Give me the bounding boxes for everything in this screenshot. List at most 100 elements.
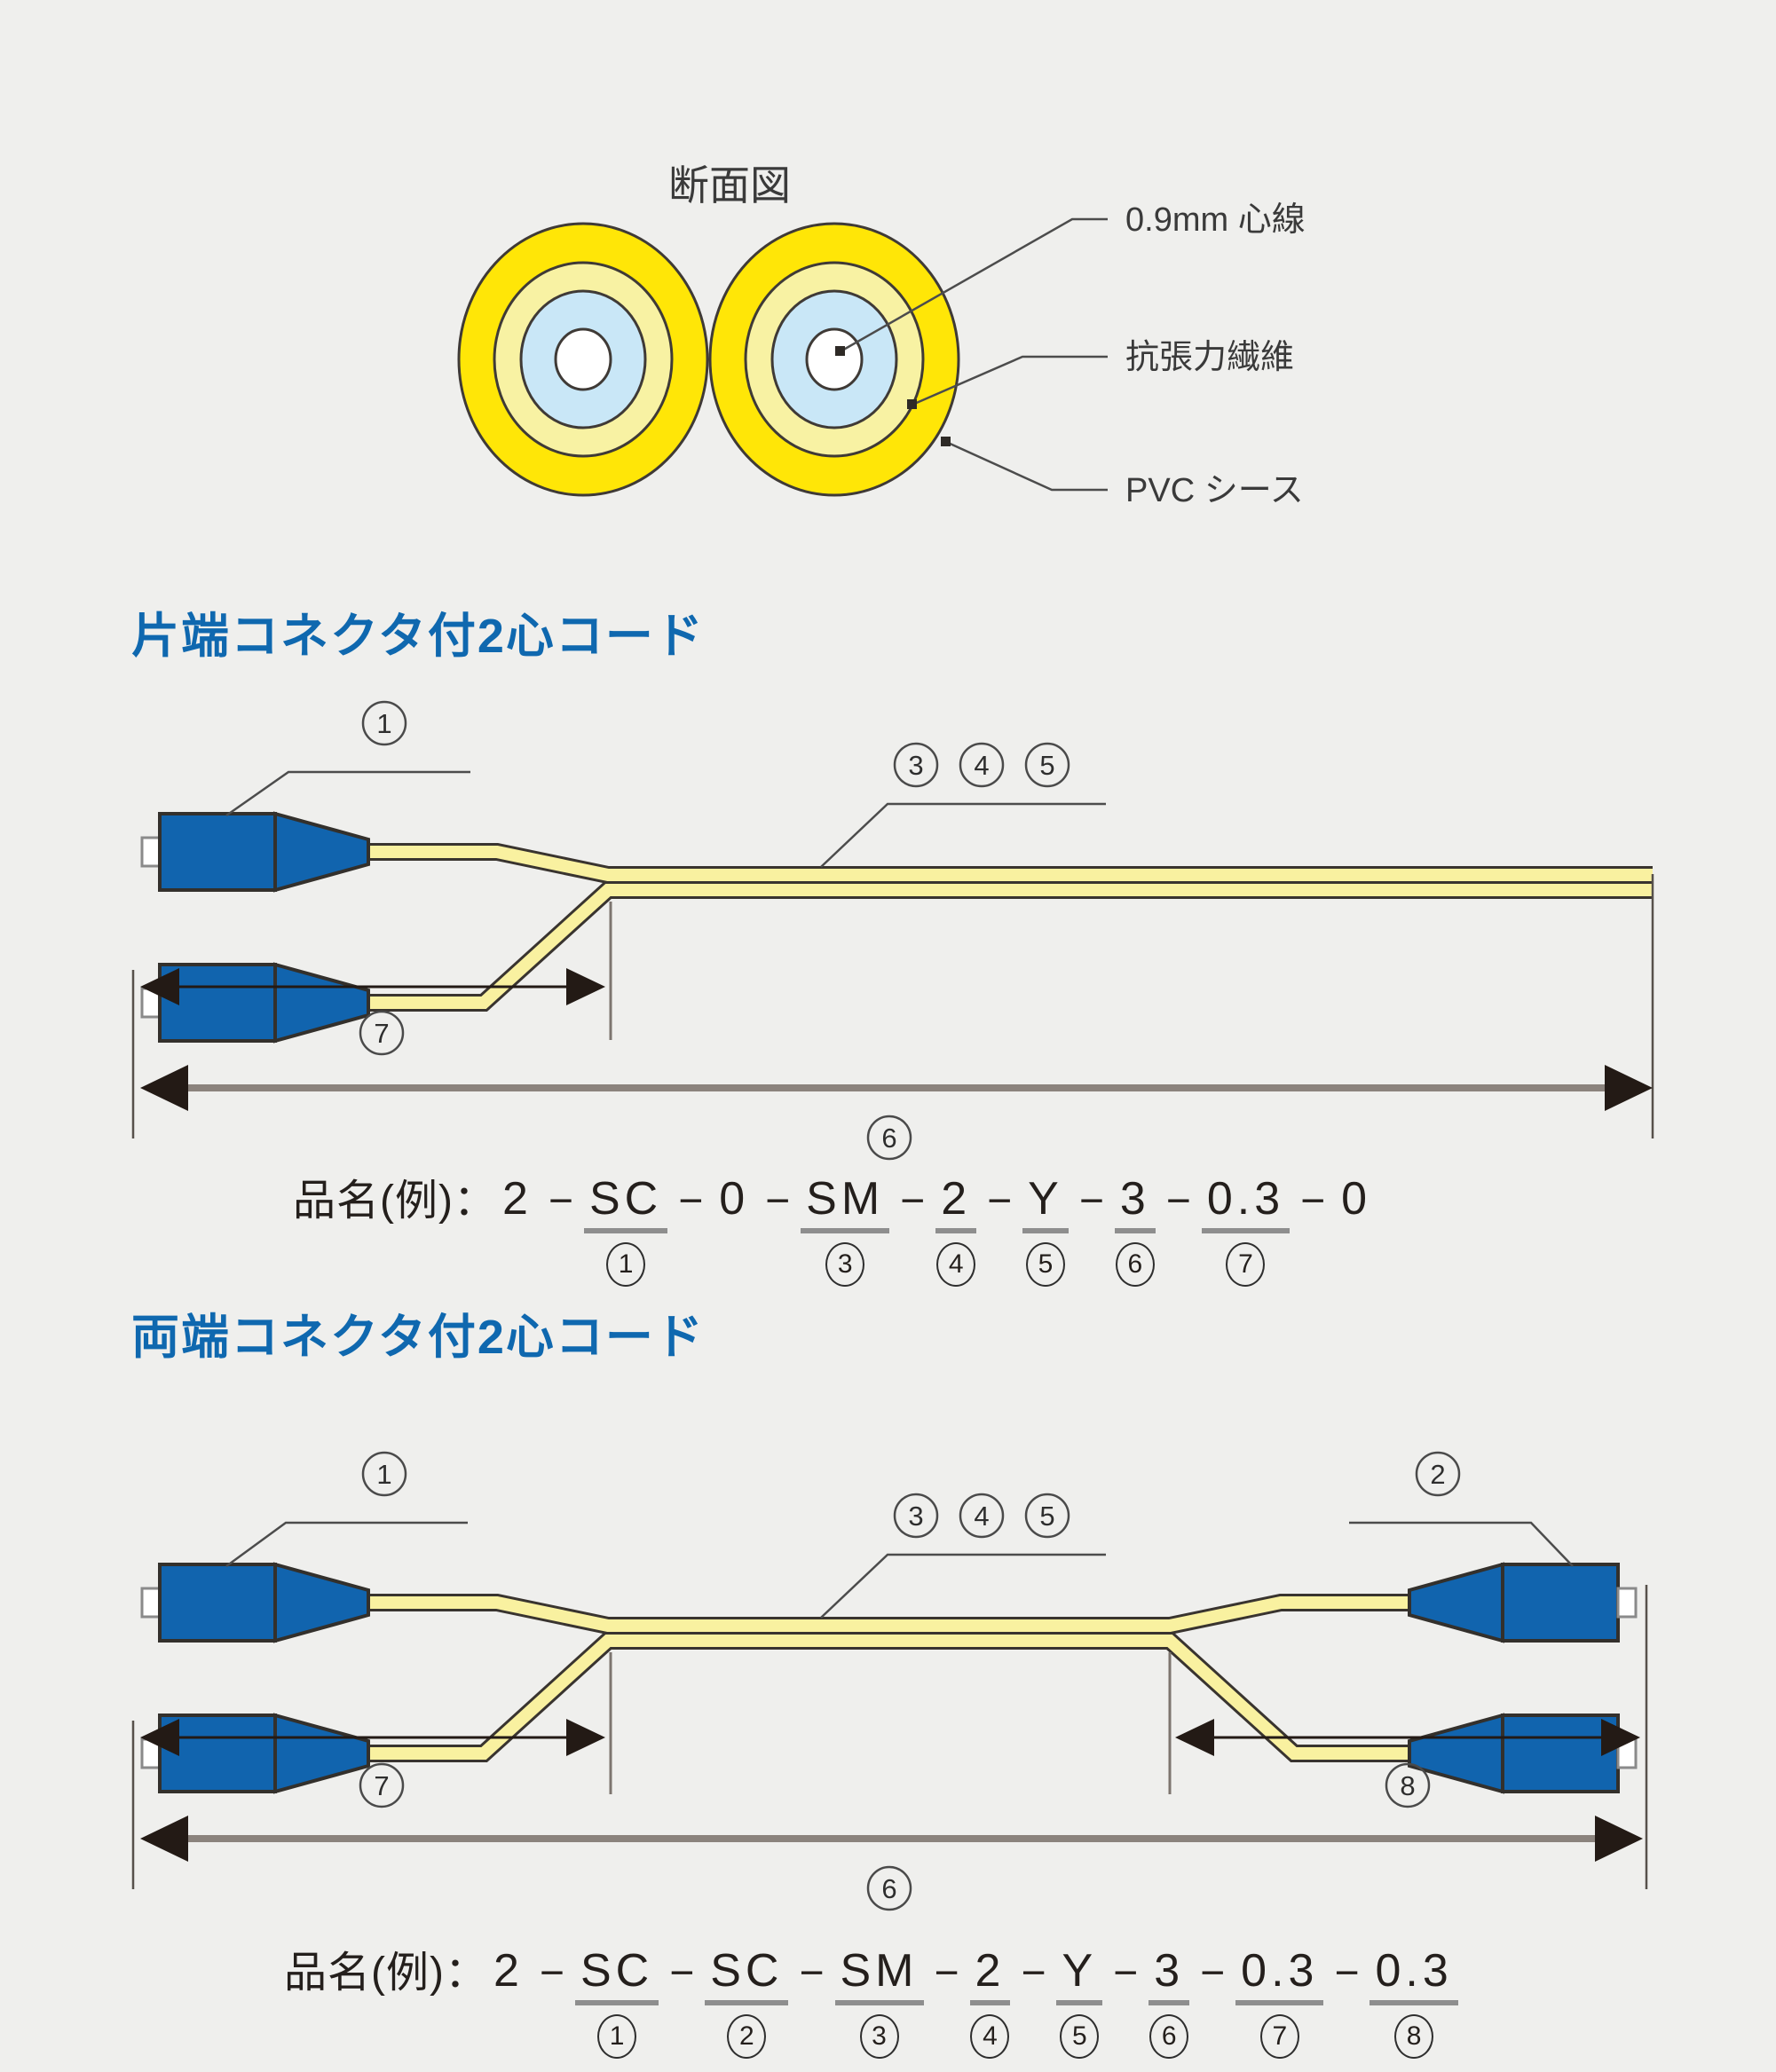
product-name-separator: −: [1334, 1950, 1360, 1997]
product-name-separator: −: [1300, 1178, 1326, 1225]
product-name-code-number: 6: [1149, 2014, 1189, 2059]
product-name-code: 2: [969, 1945, 1011, 2005]
diagram-both-ends: 1 2 3 4 5 7: [131, 1451, 1648, 1911]
product-name-separator: −: [548, 1178, 573, 1225]
callout-1: 1: [225, 700, 470, 817]
dimension-8-num: 8: [1400, 1770, 1415, 1801]
dimension-6: 6: [140, 1816, 1643, 1911]
product-name-separator: −: [900, 1178, 926, 1225]
product-name-segment: 2: [497, 1173, 538, 1233]
leader-tension-fiber: 抗張力繊維: [907, 339, 1294, 409]
callout-2-num: 2: [1430, 1459, 1445, 1490]
connector-bottom-right: [1408, 1713, 1638, 1794]
product-name-code: SC: [574, 1945, 659, 2005]
product-name-code: Y: [1056, 1945, 1103, 2005]
callout-3-4-5: 3 4 5: [820, 742, 1106, 868]
product-name-separator: −: [1200, 1950, 1226, 1997]
product-name-code-number: 3: [825, 1242, 865, 1287]
product-name-separator: −: [678, 1178, 704, 1225]
product-name-code-number: 4: [936, 1242, 976, 1287]
callout-2: 2: [1349, 1451, 1574, 1567]
product-name-code-number: 4: [970, 2014, 1010, 2059]
cable-circle-left: [457, 222, 709, 497]
product-name-code: 0: [1341, 1173, 1372, 1225]
product-name-separator: −: [1021, 1950, 1046, 1997]
product-name-separator: −: [799, 1950, 825, 1997]
product-name-code: SM: [801, 1173, 890, 1233]
product-name-separator: −: [1078, 1178, 1104, 1225]
product-name-code: SC: [705, 1945, 789, 2005]
product-name-code: SM: [834, 1945, 924, 2005]
callout-5-num: 5: [1039, 1501, 1054, 1532]
callout-1-num: 1: [376, 708, 391, 739]
dimension-6-num: 6: [881, 1873, 896, 1904]
dimension-7: 7: [140, 1719, 605, 1808]
cable-circle-right: [708, 222, 960, 497]
product-name-code: 3: [1148, 1945, 1190, 2005]
dimension-7: 7: [140, 968, 605, 1056]
product-name-segment: SM 3: [801, 1173, 890, 1287]
product-name-code-number: 1: [606, 1242, 646, 1287]
dimension-6-num: 6: [881, 1123, 896, 1154]
product-name-code: Y: [1022, 1173, 1069, 1233]
diagram-single-end: 1 3 4 5 7 6: [131, 700, 1654, 1161]
product-name-code-number: 5: [1026, 1242, 1065, 1287]
callout-3-num: 3: [908, 1501, 923, 1532]
callout-4-num: 4: [974, 1501, 989, 1532]
product-name-separator: −: [765, 1178, 791, 1225]
product-name-code-number: 8: [1394, 2014, 1434, 2059]
product-name-segment: 0: [1336, 1173, 1377, 1233]
callout-1: 1: [225, 1451, 468, 1568]
product-name-code-number: 1: [597, 2014, 637, 2059]
product-name-segment: SC 1: [574, 1945, 659, 2059]
product-name-code-number: 3: [859, 2014, 899, 2059]
product-name-code: 0.3: [1369, 1945, 1458, 2005]
callout-3-num: 3: [908, 750, 923, 781]
product-name-separator: −: [669, 1950, 695, 1997]
connector-top-left: [140, 811, 370, 893]
product-name-code: 0: [719, 1173, 750, 1225]
product-name-segment: SC 1: [583, 1173, 668, 1287]
connector-top-left: [140, 1562, 370, 1643]
product-name-segment: SC 2: [705, 1945, 789, 2059]
product-name-separator: −: [1165, 1178, 1191, 1225]
product-name-code: 2: [935, 1173, 977, 1233]
product-name-code-number: 2: [727, 2014, 767, 2059]
product-name-separator: −: [934, 1950, 959, 1997]
product-name-code: 0.3: [1201, 1173, 1291, 1233]
product-name-code: SC: [583, 1173, 668, 1233]
dimension-8: 8: [1175, 1719, 1640, 1808]
cross-section-title: 断面図: [668, 162, 791, 209]
label-tension-fiber: 抗張力繊維: [1125, 339, 1294, 376]
callout-1-num: 1: [376, 1459, 391, 1490]
callout-5-num: 5: [1039, 750, 1054, 781]
dimension-7-num: 7: [374, 1770, 389, 1801]
product-name-prefix: 品名(例)：: [293, 1178, 497, 1225]
product-name-code: 2: [501, 1173, 533, 1225]
dimension-7-num: 7: [374, 1018, 389, 1049]
section-heading-both-ends: 両端コネクタ付2心コード: [131, 1311, 705, 1364]
duplex-cable: [368, 843, 1653, 1012]
product-name-segment: 2: [488, 1945, 529, 2005]
label-pvc-sheath: PVC シース: [1125, 472, 1304, 509]
leader-core-wire: 0.9mm 心線: [835, 201, 1306, 356]
connector-top-right: [1408, 1562, 1638, 1643]
dimension-6: 6: [140, 1065, 1653, 1161]
product-name-code: 2: [493, 1945, 524, 1997]
section-heading-single-end: 片端コネクタ付2心コード: [131, 610, 705, 663]
product-name-code-number: 7: [1259, 2014, 1299, 2059]
product-name-code-number: 7: [1226, 1242, 1266, 1287]
product-name-segment: SM 3: [834, 1945, 924, 2059]
product-name-code-number: 6: [1115, 1242, 1155, 1287]
